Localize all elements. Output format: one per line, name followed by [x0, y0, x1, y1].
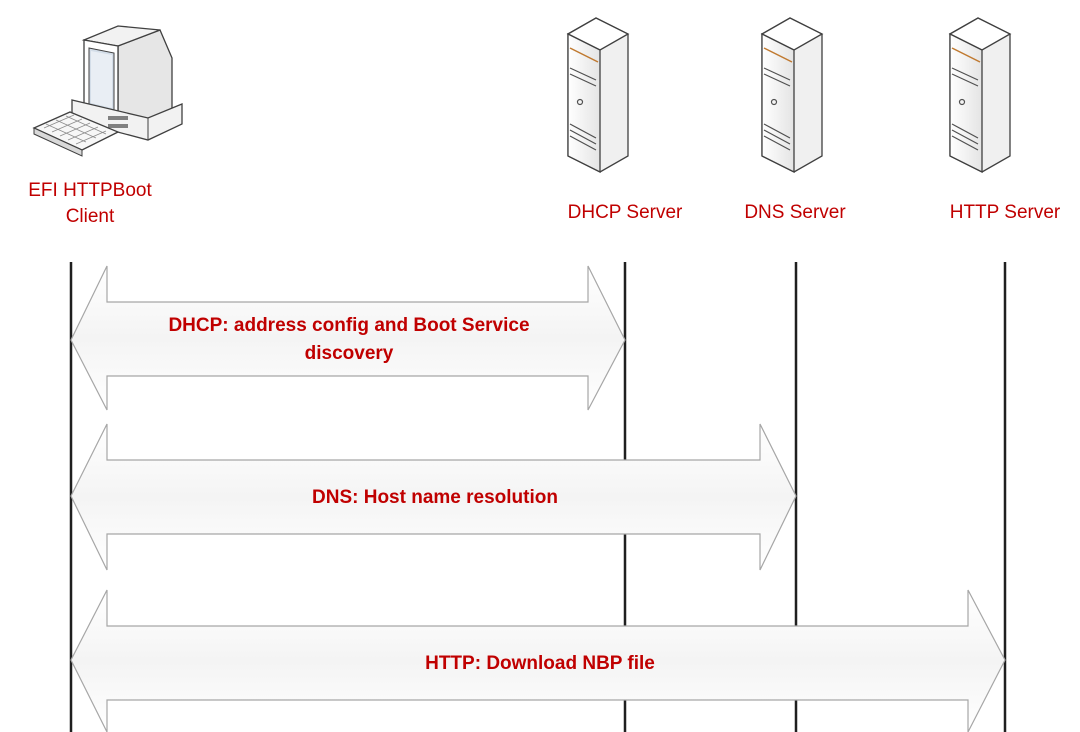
dns-server-icon — [760, 17, 824, 174]
dhcp-server-label: DHCP Server — [567, 202, 683, 223]
dns-server-label: DNS Server — [744, 202, 846, 223]
dhcp-message-line2: discovery — [304, 343, 394, 364]
client-label-line2: Client — [65, 206, 115, 227]
http-server-label: HTTP Server — [949, 202, 1061, 223]
dns-arrow — [70, 423, 797, 571]
dhcp-message: DHCP: address config and Boot Service di… — [110, 312, 588, 368]
computer-icon — [32, 25, 183, 157]
http-arrow — [70, 589, 1006, 732]
dns-message: DNS: Host name resolution — [312, 487, 558, 508]
dhcp-message-line1: DHCP: address config and Boot Service — [168, 315, 530, 336]
client-label: EFI HTTPBoot Client — [0, 178, 180, 230]
dhcp-arrow — [70, 265, 626, 411]
client-label-line1: EFI HTTPBoot — [28, 180, 152, 201]
dhcp-server-icon — [566, 17, 630, 174]
http-server-icon — [948, 17, 1012, 174]
http-message: HTTP: Download NBP file — [425, 653, 655, 674]
